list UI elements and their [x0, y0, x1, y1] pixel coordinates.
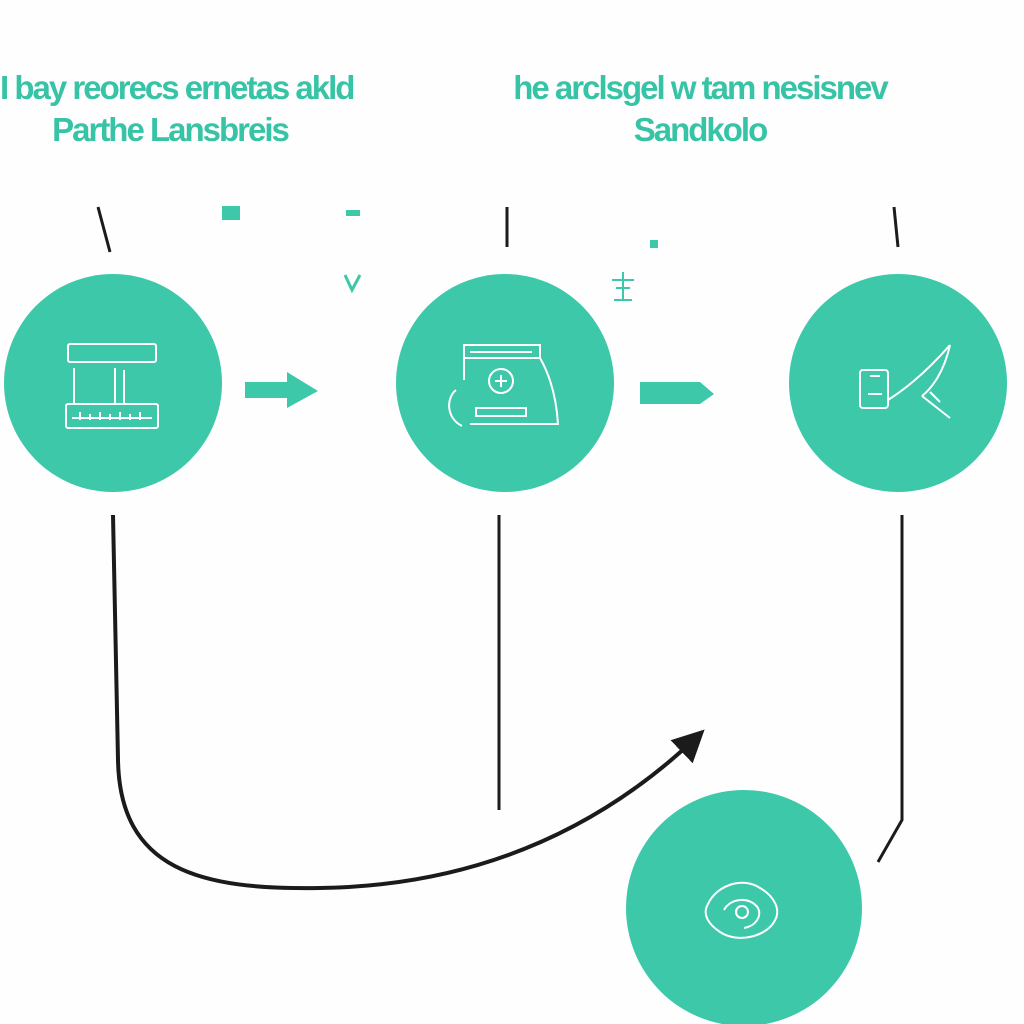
decor-mark-4 [650, 240, 658, 248]
decor-mark-3 [343, 274, 362, 294]
caption-left-line2: Parthe Lansbreis [52, 111, 290, 148]
node-2-circle[interactable] [396, 274, 614, 492]
eye-shield-icon [704, 881, 779, 939]
caption-right-line1: he arclsgel w tam nesisnev [513, 69, 889, 106]
printer-machine-icon [448, 344, 560, 427]
decor-mark-5 [612, 272, 634, 301]
teal-arrow-1 [245, 372, 318, 408]
leader-line-right [892, 206, 900, 248]
caption-right-line2: Sandkolo [633, 111, 769, 148]
ruler-tools-icon [65, 343, 159, 429]
node-3-circle[interactable] [789, 274, 1007, 492]
leader-line-left [96, 206, 112, 253]
pen-drawing-icon [859, 344, 951, 419]
caption-right: he arclsgel w tam nesisnev Sandkolo [490, 67, 910, 151]
caption-left-line1: I bay reorecs ernetas akld [0, 69, 355, 106]
curved-connector-arrow [111, 514, 705, 891]
caption-left: I bay reorecs ernetas akld Parthe Lansbr… [0, 67, 355, 151]
decor-mark-2 [346, 210, 360, 216]
decor-mark-1 [222, 206, 240, 220]
node-1-circle[interactable] [4, 274, 222, 492]
vertical-line-right [876, 515, 904, 863]
teal-arrow-2 [640, 382, 714, 404]
